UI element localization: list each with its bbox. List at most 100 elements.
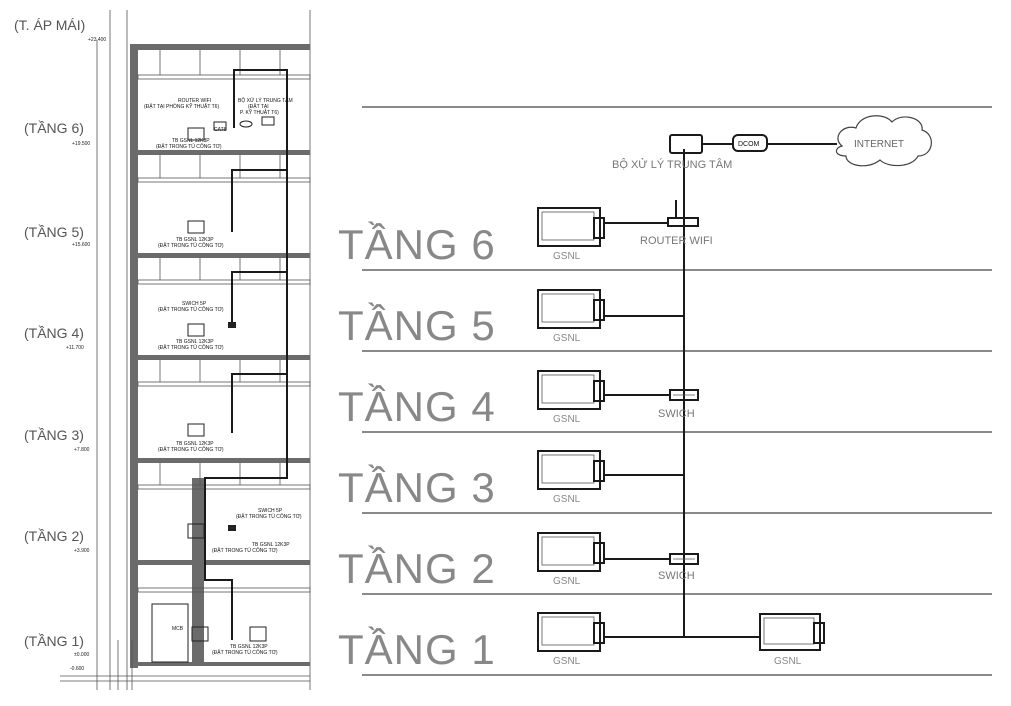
gsnl-f2: GSNL xyxy=(537,532,670,587)
floor-title-5: TẦNG 5 xyxy=(338,302,496,349)
gsnl-meter-face xyxy=(541,293,595,323)
floor-title-4: TẦNG 4 xyxy=(338,383,496,430)
cpu-note-2: (ĐẶT TẠI xyxy=(248,103,269,110)
building-section: (T. ÁP MÁI) +23.400 (TẦNG 6) +19.500 (TẦ… xyxy=(14,10,311,690)
gsnl-label: GSNL xyxy=(553,494,581,505)
meter-icon-f5 xyxy=(187,220,205,234)
slab-3 xyxy=(130,458,310,463)
switch-label-f2: SWICH xyxy=(658,570,695,582)
floor-elevation-6: +19.500 xyxy=(72,141,90,147)
floor-elevation-2: +3.900 xyxy=(74,548,90,554)
branch-cable-3 xyxy=(231,373,288,433)
switch-label-f4: SWICH xyxy=(658,408,695,420)
meter-note-f1-1: TB GSNL 12K3P xyxy=(230,644,268,650)
gsnl-f6: GSNL xyxy=(537,207,668,262)
meter-note-f4-2: (ĐẶT TRONG TỦ CÔNG TƠ) xyxy=(158,344,224,351)
floor-elevation-4: +11.700 xyxy=(66,345,84,351)
slab-1 xyxy=(130,662,310,666)
gsnl-f1b: GSNL xyxy=(759,613,825,667)
internet-cloud-icon xyxy=(835,115,932,167)
dcom-label: DCOM xyxy=(738,141,760,148)
network-schematic: TẦNG 6 TẦNG 5 TẦNG 4 TẦNG 3 TẦNG 2 TẦNG … xyxy=(338,106,992,676)
gsnl-meter-icon xyxy=(537,289,601,329)
internet-label: INTERNET xyxy=(854,139,904,150)
gsnl-meter-side xyxy=(593,380,605,402)
gsnl-meter-side xyxy=(593,460,605,482)
slab-2 xyxy=(130,560,310,565)
cpu-label: BỘ XỬ LÝ TRUNG TÂM xyxy=(612,158,732,171)
floor-elevation-5: +15.600 xyxy=(72,242,90,248)
ground-hatch xyxy=(60,640,310,690)
floor-label-1: (TẦNG 1) xyxy=(24,633,84,649)
slab-4 xyxy=(130,355,310,360)
floor-label-2: (TẦNG 2) xyxy=(24,528,84,544)
meter-note-f1-2: (ĐẶT TRONG TỦ CÔNG TƠ) xyxy=(212,649,278,656)
beam-hatches xyxy=(137,50,311,593)
cpu-icon xyxy=(669,134,703,154)
gsnl-meter-side xyxy=(593,217,605,239)
gsnl-meter-face xyxy=(763,617,815,645)
meter-note-f2-2: (ĐẶT TRONG TỦ CÔNG TƠ) xyxy=(212,547,278,554)
branch-cable-1 xyxy=(204,530,233,640)
cpu-icon xyxy=(261,116,275,126)
meter-note-f5-1: TB GSNL 12K3P xyxy=(176,237,214,243)
branch-cable-5 xyxy=(231,169,288,232)
meter-icon-f2 xyxy=(187,523,205,539)
gsnl-label: GSNL xyxy=(553,333,581,344)
floor-title-3: TẦNG 3 xyxy=(338,464,496,511)
meter-icon-f6 xyxy=(187,127,205,141)
gsnl-meter-icon xyxy=(537,207,601,247)
cpu-note-3: P. KỸ THUẬT T6) xyxy=(240,109,279,116)
floor-elevation-1: ±0.000 xyxy=(74,652,89,658)
gsnl-meter-side xyxy=(593,622,605,644)
gsnl-meter-side xyxy=(593,299,605,321)
floor-label-4: (TẦNG 4) xyxy=(24,325,84,341)
floor-title-6: TẦNG 6 xyxy=(338,221,496,268)
meter-icon-f4 xyxy=(187,323,205,337)
dcom-icon xyxy=(239,120,253,128)
meter-icon-f1b xyxy=(249,626,267,642)
switch-icon-f4 xyxy=(228,322,236,328)
gsnl-meter-face xyxy=(541,211,595,241)
riser-cable xyxy=(204,69,288,530)
gsnl-label: GSNL xyxy=(774,656,802,667)
meter-note-f2-1: TB GSNL 12K3P xyxy=(252,542,290,548)
roof-slab xyxy=(130,44,310,50)
gsnl-meter-face xyxy=(541,536,595,566)
gsnl-meter-face xyxy=(541,616,595,646)
column-wall xyxy=(192,478,204,663)
router-icon xyxy=(213,121,227,131)
floor-label-6: (TẦNG 6) xyxy=(24,120,84,136)
meter-note-f5-2: (ĐẶT TRONG TỦ CÔNG TƠ) xyxy=(158,242,224,249)
meter-note-f6-2: (ĐẶT TRONG TỦ CÔNG TƠ) xyxy=(156,143,222,150)
cat6-note-f6: CAT6 xyxy=(214,127,227,133)
slab-6 xyxy=(130,150,310,155)
meter-icon-f3 xyxy=(187,423,205,437)
gsnl-label: GSNL xyxy=(553,251,581,262)
cpu-note-1: BỘ XỬ LÝ TRUNG TÂM xyxy=(238,97,293,104)
roof-label: (T. ÁP MÁI) xyxy=(14,17,85,33)
router-note-2: (ĐẶT TẠI PHÒNG KỸ THUẬT T6) xyxy=(144,103,219,110)
meter-note-f6-1: TB GSNL 12K3P xyxy=(172,138,210,144)
gsnl-meter-icon xyxy=(537,450,601,490)
switch-note-f2-1: SWICH 5P xyxy=(258,508,283,514)
gsnl-meter-face xyxy=(541,374,595,404)
slab-5 xyxy=(130,253,310,258)
floor-label-3: (TẦNG 3) xyxy=(24,427,84,443)
gsnl-meter-side xyxy=(593,542,605,564)
branch-cable-4 xyxy=(231,271,288,328)
electrical-cabinet xyxy=(151,603,189,663)
gsnl-f1a: GSNL xyxy=(537,612,760,667)
meter-icon-f1a xyxy=(191,626,209,642)
gsnl-meter-face xyxy=(541,454,595,484)
router-label: ROUTER WIFI xyxy=(640,235,713,247)
gsnl-f5: GSNL xyxy=(537,289,684,344)
floor-elevation-3: +7.800 xyxy=(74,447,90,453)
meter-note-f3-2: (ĐẶT TRONG TỦ CÔNG TƠ) xyxy=(158,446,224,453)
gsnl-f3: GSNL xyxy=(537,450,684,505)
gsnl-meter-icon xyxy=(537,370,601,410)
gsnl-f4: GSNL xyxy=(537,370,670,425)
meter-note-f4-1: TB GSNL 12K3P xyxy=(176,339,214,345)
